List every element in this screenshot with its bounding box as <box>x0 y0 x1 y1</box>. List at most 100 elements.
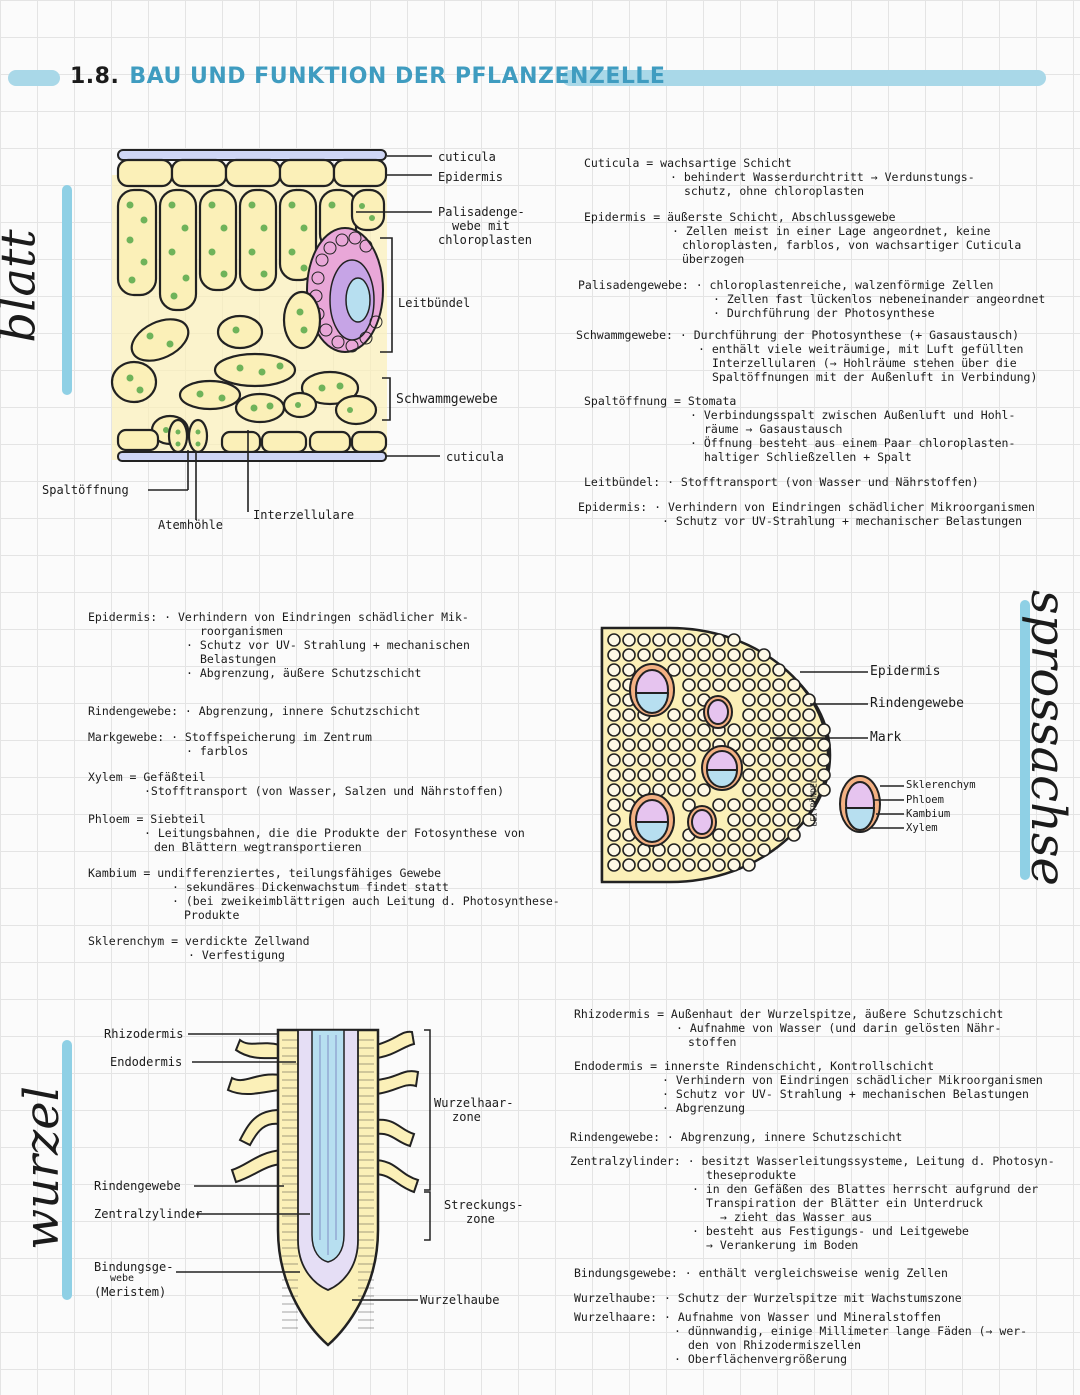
stem-cell <box>697 783 711 797</box>
leaf-note-schwamm: Schwammgewebe: · Durchführung der Photos… <box>576 328 1037 384</box>
note-line: · (bei zweikeimblättrigen auch Leitung d… <box>172 894 560 908</box>
note-line: Spaltöffnungen mit der Außenluft in Verb… <box>712 370 1038 384</box>
note-line: · behindert Wasserdurchtritt → Verdunstu… <box>670 170 975 184</box>
note-line: Epidermis = äußerste Schicht, Abschlussg… <box>584 210 896 224</box>
stem-cell <box>607 693 621 707</box>
stem-cell <box>652 768 666 782</box>
note-line: Epidermis: · Verhindern von Eindringen s… <box>578 500 1035 514</box>
stem-cell <box>772 768 786 782</box>
stem-cell <box>682 753 696 767</box>
stem-cell <box>697 633 711 647</box>
note-line: Phloem = Siebteil <box>88 812 206 826</box>
stem-cell <box>727 723 741 737</box>
root-label-rhizodermis: Rhizodermis <box>104 1027 184 1041</box>
stem-cell <box>682 708 696 722</box>
stem-cell <box>742 843 756 857</box>
note-line: Rindengewebe: · Abgrenzung, innere Schut… <box>570 1130 903 1144</box>
leaf-note-epidermis-detail: · Zellen meist in einer Lage angeordnet,… <box>672 224 1021 266</box>
stem-cell <box>772 693 786 707</box>
stem-note-rinde: Rindengewebe: · Abgrenzung, innere Schut… <box>88 704 420 718</box>
stem-cell <box>757 768 771 782</box>
note-line: · Durchführung der Photosynthese <box>713 306 935 320</box>
stem-cell <box>667 633 681 647</box>
stem-cell <box>682 633 696 647</box>
stem-cell <box>667 708 681 722</box>
root-label-bindung-3: (Meristem) <box>94 1285 167 1299</box>
stem-cell <box>682 768 696 782</box>
stem-cell <box>817 768 831 782</box>
root-label-wurzelhaube: Wurzelhaube <box>420 1293 500 1307</box>
root-note-zentralzylinder: Zentralzylinder: · besitzt Wasserleitung… <box>570 1154 1055 1252</box>
stem-cell <box>622 783 636 797</box>
leaf-label-atemhoehle: Atemhöhle <box>158 518 224 532</box>
stem-cell <box>682 648 696 662</box>
stem-cell <box>742 678 756 692</box>
stem-label-mark: Mark <box>870 730 902 745</box>
stem-cell <box>802 813 816 827</box>
stem-cell <box>727 678 741 692</box>
wurzel-underline <box>62 1040 72 1300</box>
stem-label-sklerenchym: Sklerenchym <box>906 779 976 791</box>
stem-cell <box>607 798 621 812</box>
stem-cell <box>682 738 696 752</box>
stem-cell <box>742 828 756 842</box>
leaf-label-spaltoeffnung: Spaltöffnung <box>42 483 129 497</box>
stem-cell <box>622 723 636 737</box>
stem-cell <box>772 708 786 722</box>
stem-cell <box>817 753 831 767</box>
root-note-bindung: Bindungsgewebe: · enthält vergleichsweis… <box>574 1266 948 1280</box>
stem-cell <box>622 753 636 767</box>
note-line: Epidermis: · Verhindern von Eindringen s… <box>88 610 469 624</box>
stem-cell <box>742 783 756 797</box>
note-line: · enthält viele weiträumige, mit Luft ge… <box>698 342 1024 356</box>
note-line: den Blättern wegtransportieren <box>154 840 362 854</box>
stem-cell <box>742 738 756 752</box>
stem-cell <box>802 738 816 752</box>
stem-cell <box>607 678 621 692</box>
stem-cell <box>742 708 756 722</box>
stem-cell <box>802 708 816 722</box>
note-line: stoffen <box>688 1035 737 1049</box>
stem-cell <box>757 813 771 827</box>
leaf-label-palisade-3: chloroplasten <box>438 233 532 247</box>
blatt-underline <box>62 185 72 395</box>
stem-cell <box>757 738 771 752</box>
stem-cell <box>607 783 621 797</box>
stem-cell <box>742 648 756 662</box>
stem-cell <box>667 663 681 677</box>
stem-cell <box>607 738 621 752</box>
note-line: → Verankerung im Boden <box>706 1238 859 1252</box>
stem-cell <box>607 753 621 767</box>
stem-cell <box>652 723 666 737</box>
note-line: · dünnwandig, einige Millimeter lange Fä… <box>674 1324 1028 1338</box>
note-line: Sklerenchym = verdickte Zellwand <box>88 934 310 948</box>
stem-cell <box>727 798 741 812</box>
stem-cell <box>757 663 771 677</box>
note-line: · Abgrenzung <box>662 1101 746 1115</box>
root-note-rindengewebe: Rindengewebe: · Abgrenzung, innere Schut… <box>570 1130 902 1144</box>
stem-cell <box>787 798 801 812</box>
stem-cell <box>802 693 816 707</box>
stem-cell <box>667 753 681 767</box>
stem-cell <box>712 858 726 872</box>
note-line: chloroplasten, farblos, von wachsartiger… <box>682 238 1022 252</box>
note-line: Leitbündel: · Stofftransport (von Wasser… <box>584 475 979 489</box>
leaf-label-schwammgewebe: Schwammgewebe <box>396 392 498 407</box>
note-line: Palisadengewebe: · chloroplastenreiche, … <box>578 278 994 292</box>
stem-cell <box>727 663 741 677</box>
note-line: roorganismen <box>200 624 284 638</box>
stem-cell <box>697 663 711 677</box>
stem-cell <box>727 648 741 662</box>
stem-label-epidermis: Epidermis <box>870 664 941 679</box>
stem-cell <box>742 753 756 767</box>
note-line: Rindengewebe: · Abgrenzung, innere Schut… <box>88 704 421 718</box>
note-line: → zieht das Wasser aus <box>720 1210 873 1224</box>
stem-cell <box>787 723 801 737</box>
note-line: Interzellularen (→ Hohlräume stehen über… <box>712 356 1017 370</box>
stem-cell <box>607 708 621 722</box>
stem-cell <box>607 843 621 857</box>
stem-cell <box>682 693 696 707</box>
stem-cell <box>607 633 621 647</box>
stem-cell <box>667 648 681 662</box>
note-line: Transpiration der Blätter ein Unterdruck <box>706 1196 983 1210</box>
